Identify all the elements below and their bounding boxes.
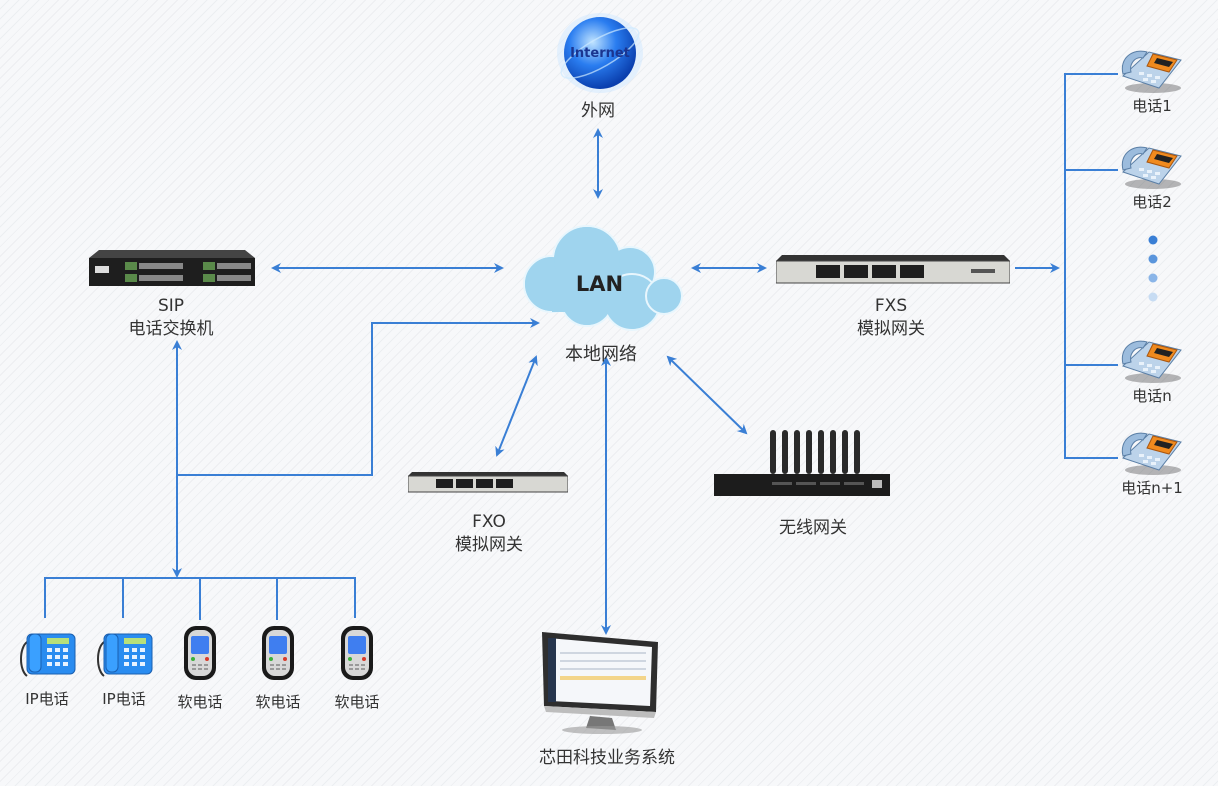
sip-pbx-label-2: 电话交换机 — [128, 319, 214, 339]
lan-label: 本地网络 — [565, 344, 637, 365]
globe-icon: Internet — [557, 13, 643, 93]
ip-phone-2 — [94, 628, 154, 684]
analog-phone-bus — [1064, 73, 1118, 459]
internet-node: Internet — [555, 10, 645, 96]
link-bus-lan — [177, 318, 540, 476]
link-lan-fxo — [495, 355, 538, 457]
endpoint-label: 软电话 — [177, 693, 223, 711]
fxs-gateway-node — [775, 255, 1011, 285]
sip-pbx-node — [87, 248, 257, 290]
fxo-device-icon — [407, 472, 569, 493]
fxs-label-1: FXS — [874, 296, 908, 316]
lan-node: LAN — [512, 222, 687, 332]
analog-phone-1 — [1119, 44, 1183, 98]
fxs-device-icon — [775, 255, 1011, 284]
svg-text:Internet: Internet — [570, 46, 630, 61]
mobile-phone-icon — [262, 626, 294, 680]
desk-phone-icon — [1121, 50, 1182, 93]
analog-phone-4 — [1119, 426, 1183, 480]
pbx-device-icon — [89, 250, 255, 286]
softphone-3 — [180, 624, 220, 686]
desk-phone-icon — [1121, 432, 1182, 475]
fxo-label-2: 模拟网关 — [455, 535, 523, 555]
business-system-node — [540, 630, 660, 735]
fxs-label-2: 模拟网关 — [857, 319, 925, 339]
analog-phone-2 — [1119, 140, 1183, 194]
monitor-icon — [542, 632, 658, 734]
softphone-4 — [258, 624, 298, 686]
fxo-label-1: FXO — [472, 512, 506, 532]
business-system-label: 芯田科技业务系统 — [539, 748, 675, 768]
more-phones-dots — [1148, 235, 1158, 302]
ip-phone-icon — [20, 633, 76, 677]
analog-phone-label: 电话2 — [1132, 193, 1172, 211]
analog-phone-label: 电话n — [1132, 387, 1172, 405]
desk-phone-icon — [1121, 146, 1182, 189]
analog-phone-3 — [1119, 334, 1183, 388]
endpoint-label: 软电话 — [255, 693, 301, 711]
mobile-phone-icon — [341, 626, 373, 680]
analog-phone-label: 电话1 — [1132, 97, 1172, 115]
desk-phone-icon — [1121, 340, 1182, 383]
ip-phone-icon — [97, 633, 153, 677]
wireless-gateway-label: 无线网关 — [779, 518, 847, 538]
softphone-5 — [337, 624, 377, 686]
lan-cloud-text: LAN — [575, 272, 624, 296]
wireless-device-icon — [714, 430, 890, 496]
endpoint-label: 软电话 — [334, 693, 380, 711]
internet-label: 外网 — [581, 101, 615, 121]
mobile-phone-icon — [184, 626, 216, 680]
analog-phone-label: 电话n+1 — [1121, 479, 1183, 497]
wireless-gateway-node — [712, 428, 892, 500]
link-lan-wireless — [666, 355, 748, 435]
endpoint-label: IP电话 — [25, 690, 69, 708]
ip-phone-1 — [17, 628, 77, 684]
fxo-gateway-node — [407, 472, 569, 494]
sip-pbx-label-1: SIP — [157, 296, 185, 316]
cloud-icon — [523, 225, 683, 331]
endpoint-label: IP电话 — [102, 690, 146, 708]
